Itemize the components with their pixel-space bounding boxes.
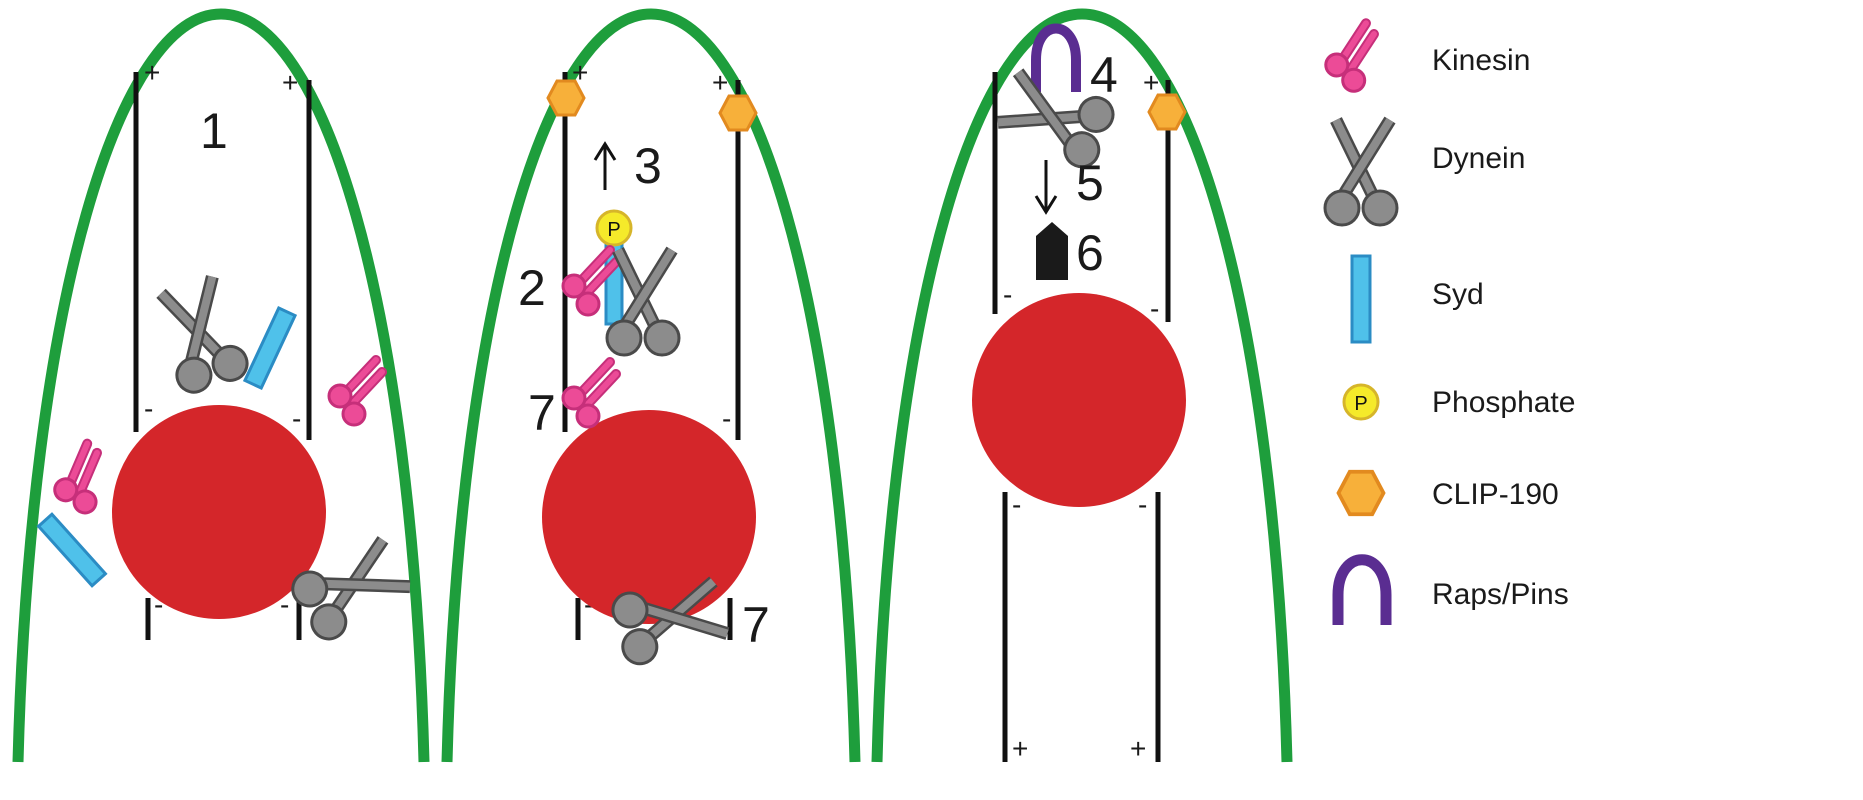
- nucleus: [112, 405, 326, 619]
- clip190-protein: [718, 94, 758, 132]
- minus-end-label: -: [1003, 279, 1012, 310]
- arrow-up-icon: [593, 141, 617, 190]
- clip190-protein: [1147, 93, 1187, 131]
- nucleus: [972, 293, 1186, 507]
- legend: Kinesin Dynein Syd P Phosphate CLIP-190 …: [1320, 22, 1575, 625]
- kinesin-motor: [563, 362, 616, 427]
- legend-label: Raps/Pins: [1432, 578, 1569, 611]
- minus-end-label: -: [292, 403, 301, 434]
- minus-end-label: -: [154, 589, 163, 620]
- nucleus: [542, 410, 756, 624]
- kinesin-icon: [1320, 22, 1383, 95]
- minus-end-label: -: [1012, 489, 1021, 520]
- legend-item-dynein: Dynein: [1325, 120, 1525, 225]
- clip190-protein: [546, 79, 586, 117]
- plus-end-label: +: [144, 57, 160, 88]
- step-label: 1: [200, 103, 228, 159]
- phosphate-label: P: [607, 219, 620, 241]
- cell-membrane: [12, 8, 430, 763]
- raps-pins-complex: [1031, 23, 1081, 92]
- step-label: 7: [742, 597, 770, 653]
- legend-item-phosphate: P Phosphate: [1342, 383, 1575, 421]
- kinesin-motor: [329, 360, 382, 425]
- phosphate-icon: [1342, 383, 1380, 421]
- dynein-motor: [151, 274, 252, 396]
- panel-1: + + - - - - 1: [12, 8, 430, 763]
- syd-icon: [1350, 254, 1372, 344]
- arrow-down-icon: [1034, 160, 1058, 215]
- cell-membrane: [441, 8, 861, 763]
- panel-2: + + - - 3 P 2 7 7: [441, 8, 861, 763]
- legend-label: Kinesin: [1432, 44, 1530, 77]
- syd-protein: [37, 512, 107, 588]
- legend-label: Phosphate: [1432, 386, 1575, 419]
- step-label: 7: [528, 385, 556, 441]
- minus-end-label: -: [722, 403, 731, 434]
- syd-protein: [243, 306, 297, 390]
- step-label: 5: [1076, 155, 1104, 211]
- step-label: 3: [634, 138, 662, 194]
- minus-end-label: -: [280, 589, 289, 620]
- minus-end-label: -: [1138, 489, 1147, 520]
- minus-end-label: -: [144, 393, 153, 424]
- legend-item-raps-pins: Raps/Pins: [1332, 554, 1569, 625]
- raps-pins-icon: [1332, 554, 1392, 625]
- legend-item-clip190: CLIP-190: [1336, 469, 1559, 517]
- legend-item-syd: Syd: [1350, 254, 1484, 344]
- clip190-icon: [1336, 469, 1386, 517]
- kinesin-motor: [43, 442, 115, 521]
- phosphate-symbol: P: [1354, 393, 1367, 415]
- minus-end-label: -: [1150, 293, 1159, 324]
- plus-end-label: +: [1012, 733, 1028, 764]
- plus-end-label: +: [1143, 67, 1159, 98]
- plus-end-label: +: [712, 67, 728, 98]
- cell-membrane: [871, 8, 1293, 763]
- plus-end-label: +: [282, 67, 298, 98]
- plus-end-label: +: [1130, 733, 1146, 764]
- step-label: 4: [1090, 47, 1118, 103]
- panel-3: + - - - - + + 4 5 6: [871, 8, 1293, 764]
- step-label: 6: [1076, 225, 1104, 281]
- dynein-icon: [1325, 120, 1397, 225]
- legend-label: Dynein: [1432, 142, 1525, 175]
- step-label: 2: [518, 260, 546, 316]
- nucleus-cap: [1036, 222, 1068, 280]
- legend-item-kinesin: Kinesin: [1320, 22, 1530, 95]
- phosphate-molecule: [595, 209, 633, 247]
- legend-label: Syd: [1432, 278, 1484, 311]
- legend-label: CLIP-190: [1432, 478, 1559, 511]
